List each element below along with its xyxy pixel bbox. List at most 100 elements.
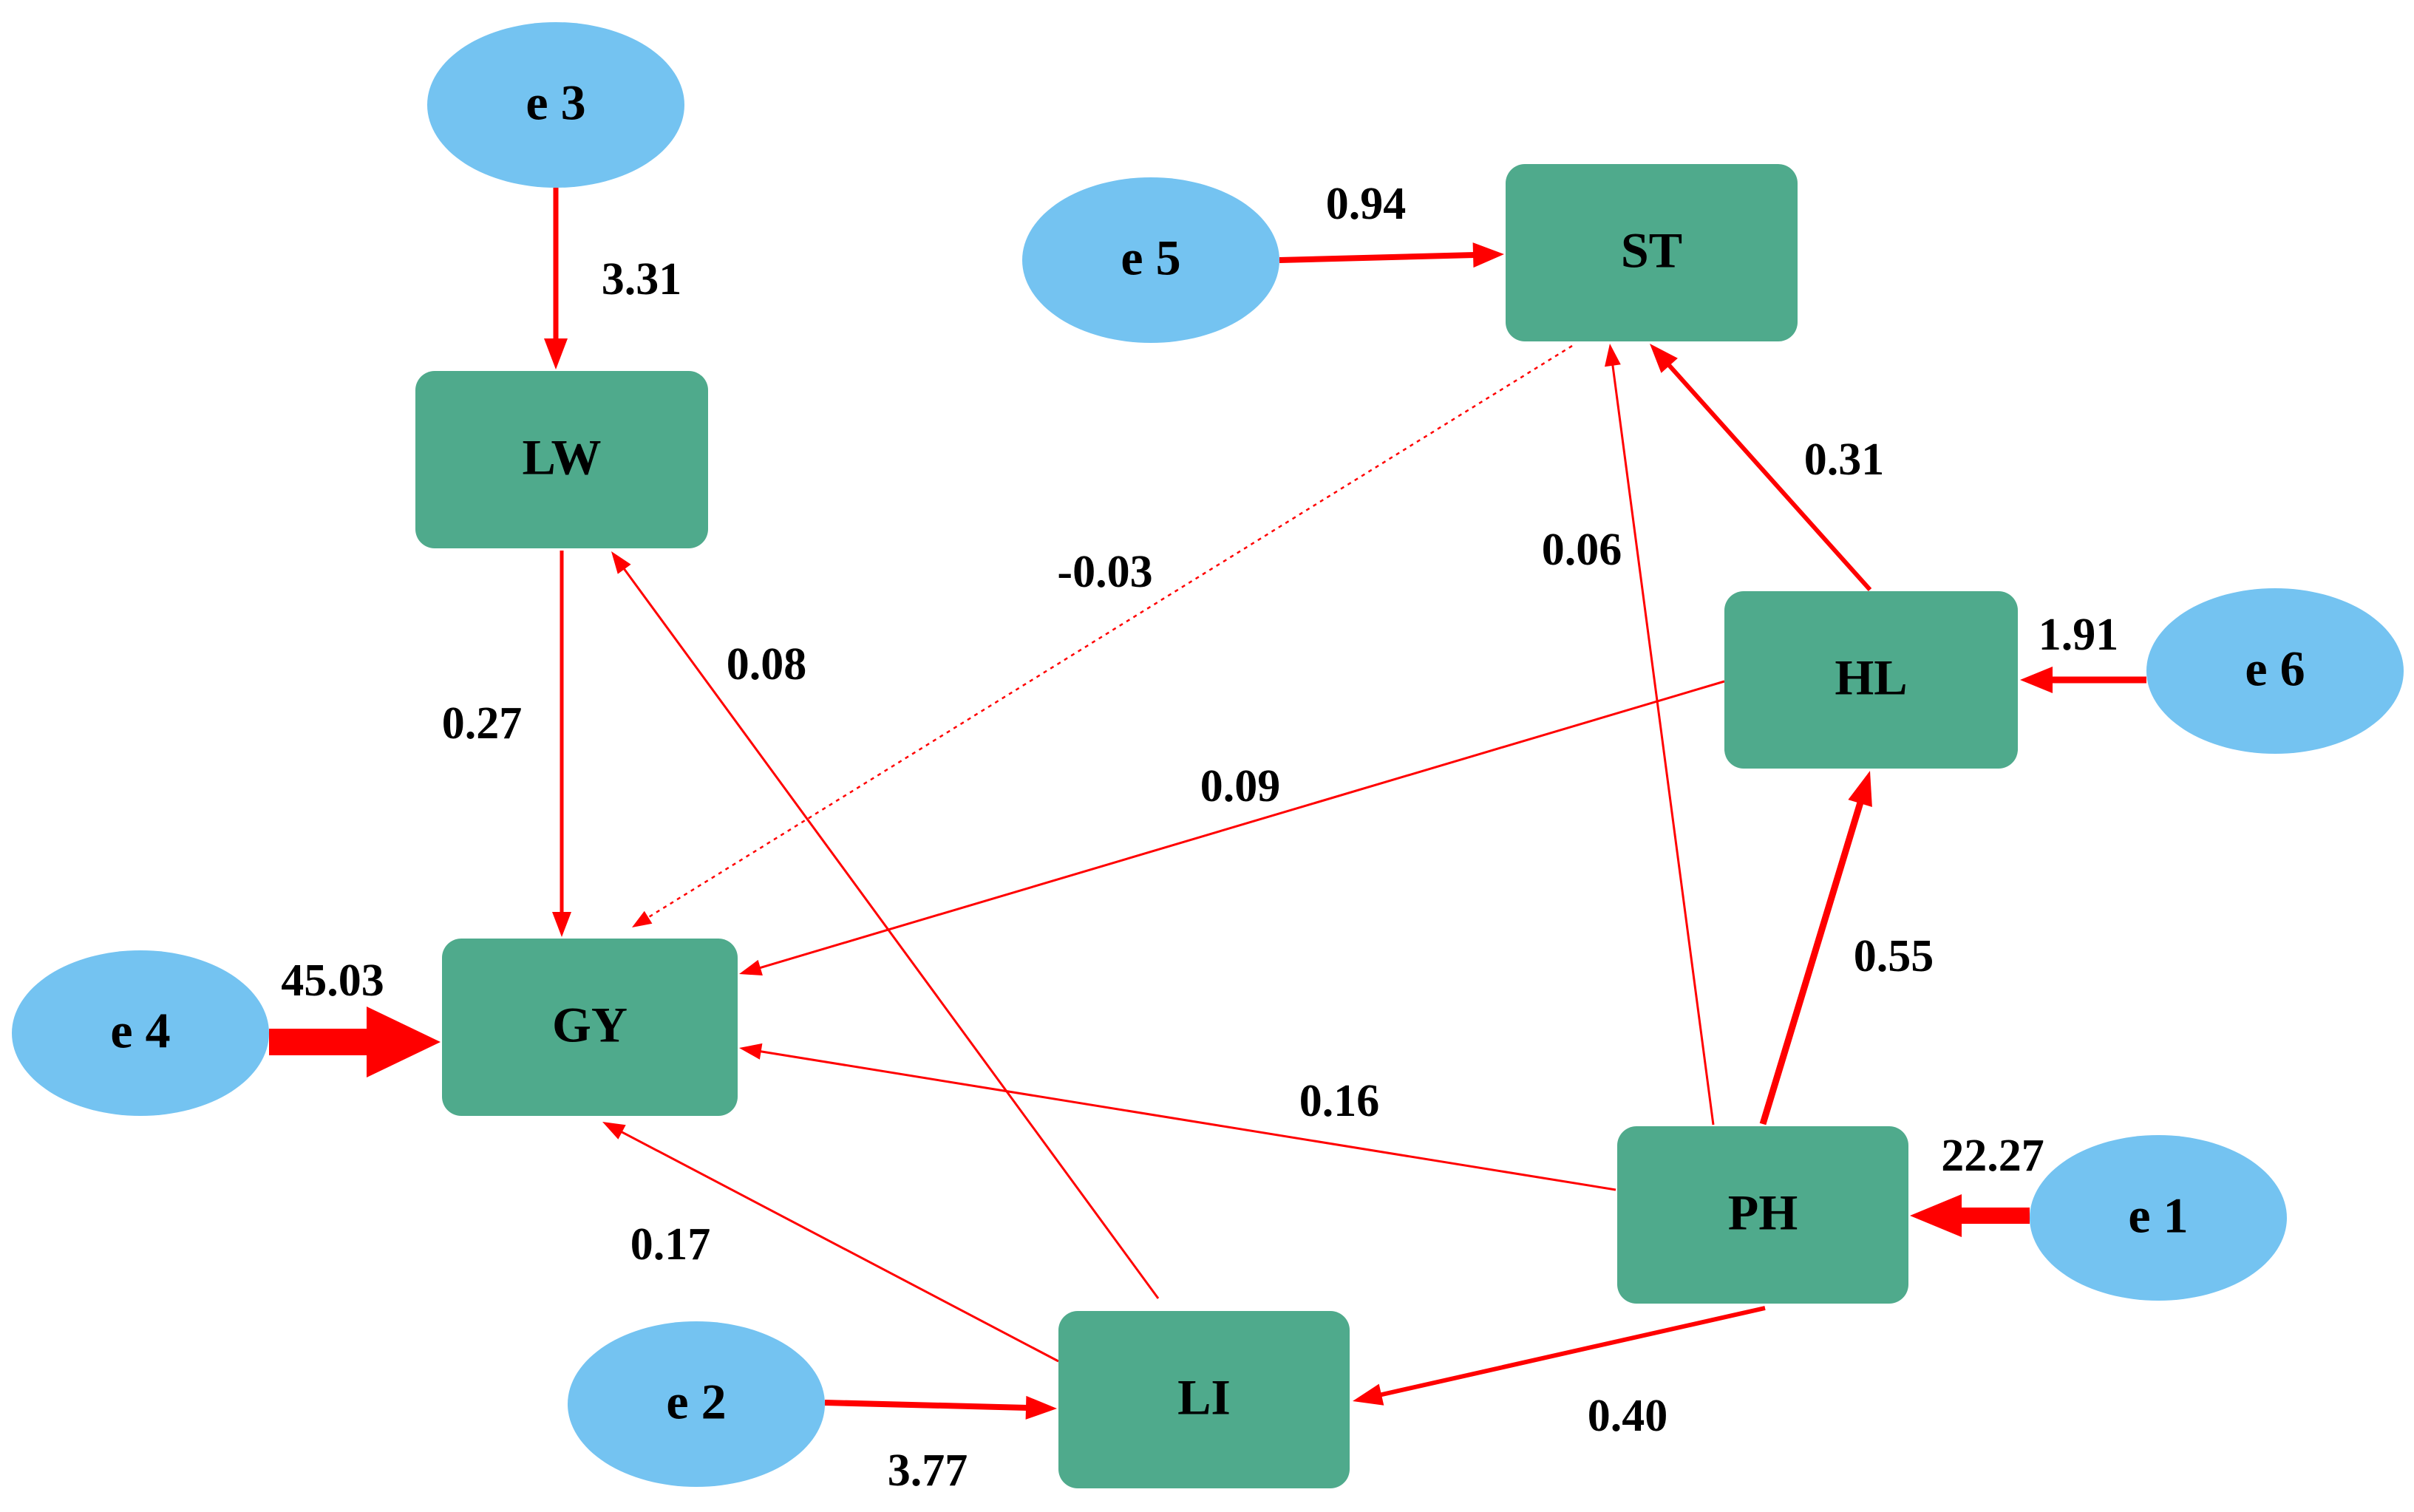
edge-ph-to-li (1353, 1306, 1766, 1406)
node-label: GY (552, 997, 628, 1053)
edge-labels-layer: 3.31 0.94 0.27 0.08 -0.03 0.06 0.31 1.91 0.09 45.… (281, 179, 2118, 1496)
edge-line (620, 1130, 1059, 1363)
edge-lw-to-gy (552, 551, 571, 937)
arrowhead (611, 551, 631, 574)
error-term-e3: e 3 (427, 22, 684, 188)
edge-e5-to-st (1279, 242, 1504, 268)
node-label: LI (1177, 1369, 1231, 1426)
edge-hl-to-gy (739, 680, 1725, 975)
variable-node-li: LI (1058, 1311, 1350, 1488)
edge-hl-to-st (1650, 344, 1872, 592)
error-ellipse (1022, 177, 1279, 343)
edge-label-ph-to-gy: 0.16 (1299, 1076, 1380, 1126)
error-term-e2: e 2 (568, 1321, 825, 1487)
arrowhead (1605, 344, 1621, 367)
edge-e4-to-gy (269, 1007, 441, 1077)
error-term-e4: e 4 (12, 950, 269, 1116)
node-label: e 1 (2128, 1188, 2188, 1244)
variable-node-lw: LW (415, 371, 708, 548)
error-term-e6: e 6 (2146, 588, 2404, 754)
arrowhead (367, 1007, 441, 1077)
node-label: e 2 (666, 1374, 726, 1430)
edge-label-st-to-gy: -0.03 (1057, 547, 1152, 597)
variable-box (415, 371, 708, 548)
arrowhead (632, 910, 653, 927)
arrowhead (739, 1043, 763, 1060)
edge-line (824, 1400, 1028, 1411)
variable-box (1617, 1126, 1908, 1304)
arrowhead (1353, 1383, 1384, 1406)
edge-line (1611, 364, 1715, 1126)
edge-e1-to-ph (1910, 1194, 2030, 1237)
node-label: e 3 (526, 75, 585, 131)
arrowhead (544, 338, 568, 370)
edge-label-e1-to-ph: 22.27 (1941, 1131, 2044, 1181)
edge-ph-to-hl (1759, 771, 1872, 1126)
edge-line (1279, 252, 1475, 263)
edge-label-li-to-gy: 0.17 (630, 1219, 711, 1270)
node-label: LW (522, 429, 601, 486)
edge-st-to-gy (632, 344, 1573, 927)
node-label: e 4 (110, 1003, 170, 1059)
node-label: ST (1621, 222, 1682, 279)
error-ellipse (2030, 1135, 2287, 1301)
edge-ph-to-st (1605, 344, 1715, 1126)
arrowhead (739, 959, 763, 975)
error-term-e5: e 5 (1022, 177, 1279, 343)
edge-label-ph-to-hl: 0.55 (1854, 931, 1934, 981)
variable-box (442, 939, 738, 1116)
arrowhead (2020, 667, 2053, 693)
variable-box (1724, 591, 2018, 769)
variable-box (1506, 164, 1798, 341)
edge-line (1379, 1306, 1766, 1397)
edge-label-hl-to-st: 0.31 (1804, 435, 1885, 485)
variable-box (1058, 1311, 1350, 1488)
edge-li-to-lw (611, 551, 1160, 1299)
edge-label-li-to-lw: 0.08 (727, 639, 807, 689)
error-ellipse (568, 1321, 825, 1487)
error-term-e1: e 1 (2030, 1135, 2287, 1301)
edge-e2-to-li (824, 1395, 1057, 1420)
arrowhead (1025, 1395, 1057, 1420)
error-ellipse (12, 950, 269, 1116)
edge-e6-to-hl (2020, 667, 2146, 693)
edge-label-e2-to-li: 3.77 (888, 1445, 968, 1496)
variable-node-hl: HL (1724, 591, 2018, 769)
edge-ph-to-gy (739, 1043, 1616, 1191)
edge-line (622, 567, 1160, 1299)
node-label: PH (1728, 1185, 1798, 1241)
variable-node-ph: PH (1617, 1126, 1908, 1304)
edge-e3-to-lw (544, 188, 568, 370)
edge-label-lw-to-gy: 0.27 (442, 698, 523, 749)
edge-line (758, 680, 1725, 970)
arrowhead (1650, 344, 1678, 373)
edge-line (646, 344, 1573, 919)
node-label: e 6 (2245, 641, 2305, 697)
edge-label-e4-to-gy: 45.03 (281, 956, 384, 1006)
edge-label-ph-to-li: 0.40 (1588, 1391, 1668, 1441)
edge-line (1759, 800, 1864, 1126)
arrowhead (1472, 242, 1504, 268)
nodes-layer: ST LW HL GY PH LI e 3 e 5 e 6 e 4 e 1 e 2 (12, 22, 2404, 1488)
node-label: HL (1835, 650, 1907, 706)
edge-li-to-gy (602, 1122, 1059, 1363)
edge-label-e3-to-lw: 3.31 (602, 254, 682, 304)
variable-node-st: ST (1506, 164, 1798, 341)
edge-label-hl-to-gy: 0.09 (1200, 761, 1281, 811)
edge-label-ph-to-st: 0.06 (1542, 525, 1622, 575)
arrowhead (1848, 771, 1872, 807)
error-ellipse (427, 22, 684, 188)
arrowhead (1910, 1194, 1962, 1237)
error-ellipse (2146, 588, 2404, 754)
edge-line (1667, 363, 1872, 592)
node-label: e 5 (1121, 230, 1180, 286)
arrowhead (602, 1122, 626, 1140)
edge-label-e5-to-st: 0.94 (1326, 179, 1407, 229)
edge-line (759, 1049, 1616, 1191)
edge-label-e6-to-hl: 1.91 (2039, 610, 2119, 660)
variable-node-gy: GY (442, 939, 738, 1116)
arrowhead (552, 912, 571, 937)
edges-layer (269, 188, 2146, 1420)
